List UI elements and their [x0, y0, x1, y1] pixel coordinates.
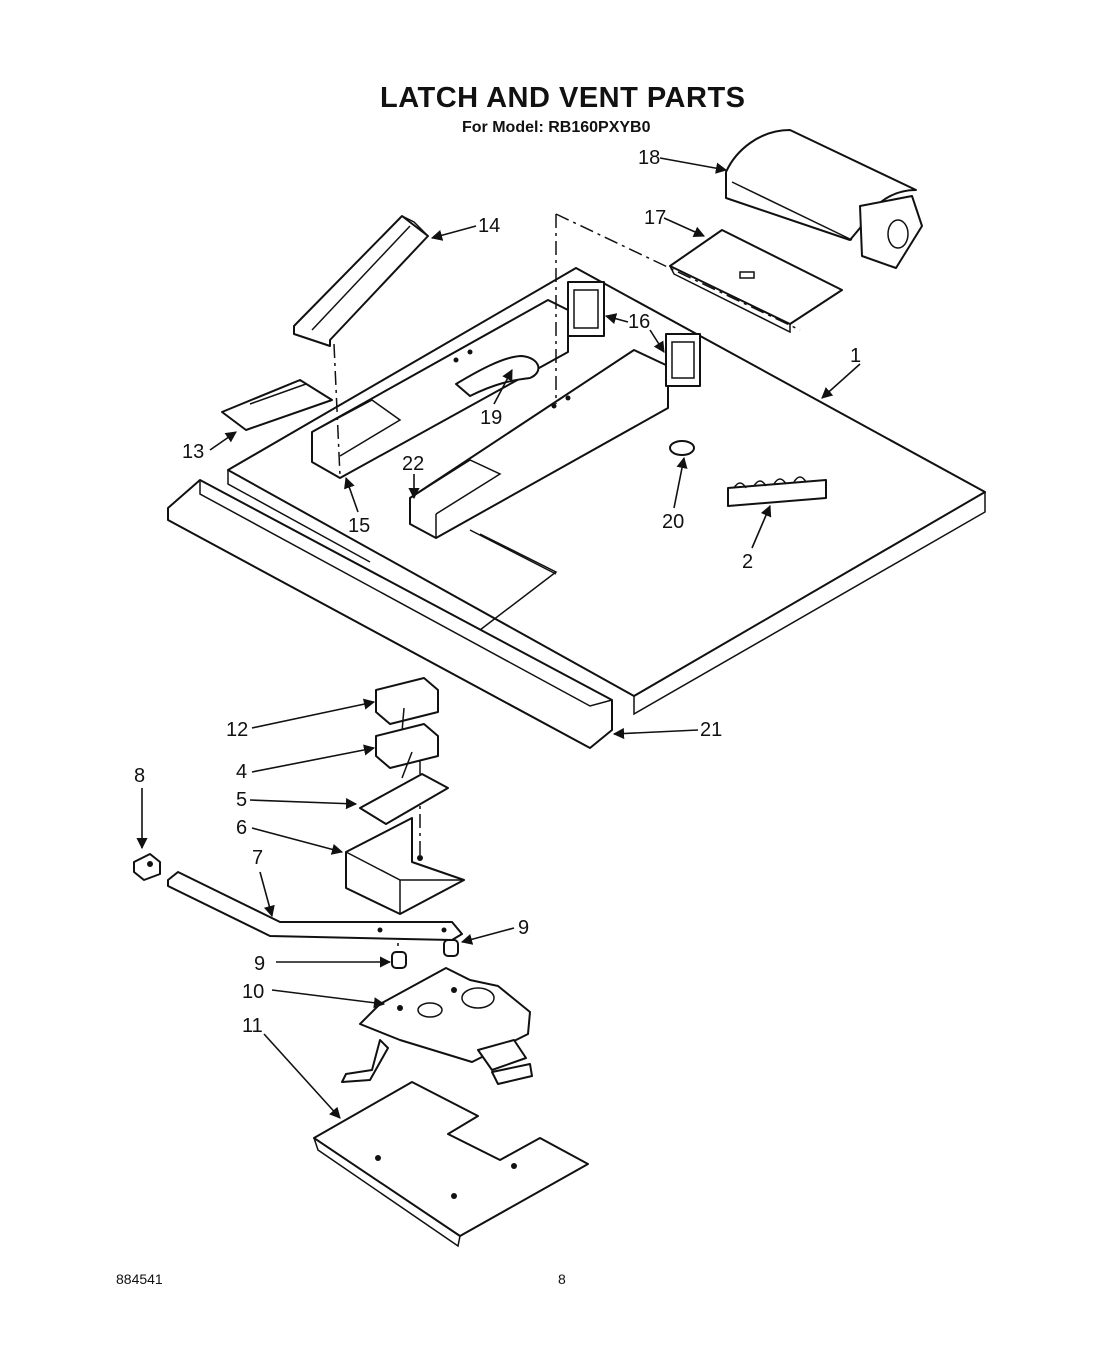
callout-7: 7: [252, 847, 263, 869]
part-13-bracket: [221, 379, 333, 431]
part-20-clip: [669, 440, 695, 456]
callout-6: 6: [236, 817, 247, 839]
page-title: LATCH AND VENT PARTS: [380, 82, 746, 114]
callout-12: 12: [226, 719, 248, 741]
part-4-switch: [375, 723, 439, 779]
callout-1: 1: [850, 345, 861, 367]
part-12-switch: [375, 677, 439, 733]
part-17-mounting-plate: [669, 229, 843, 334]
vent-ducts: [311, 299, 669, 539]
part-21-front-trim: [167, 479, 613, 749]
callout-9-left: 9: [254, 953, 265, 975]
part-18-fan-assembly: [725, 129, 923, 269]
callout-15: 15: [348, 515, 370, 537]
part-11-shield-plate: [313, 1081, 589, 1248]
callout-21: 21: [700, 719, 722, 741]
callout-16: 16: [628, 311, 650, 333]
callout-17: 17: [644, 207, 666, 229]
model-subtitle: For Model: RB160PXYB0: [462, 119, 651, 136]
callout-22: 22: [402, 453, 424, 475]
callout-10: 10: [242, 981, 264, 1003]
page-number: 8: [558, 1271, 566, 1287]
callout-5: 5: [236, 789, 247, 811]
callout-leaders: [136, 157, 861, 1119]
part-14-vent-chute: [293, 215, 429, 347]
callout-2: 2: [742, 551, 753, 573]
callout-13: 13: [182, 441, 204, 463]
part-9-spacer-left: [391, 951, 407, 969]
part-5-insulator: [359, 773, 449, 825]
part-8-nut: [133, 853, 161, 881]
callout-11: 11: [242, 1015, 263, 1037]
callout-20: 20: [662, 511, 684, 533]
callout-18: 18: [638, 147, 660, 169]
callout-numbers: 1 2 4 5 6 7 8 9 9 10 11 12 13 14 15 16 1…: [134, 147, 861, 1037]
part-2-strip: [727, 476, 827, 507]
part-9-spacer-right: [443, 939, 459, 957]
callout-19: 19: [480, 407, 502, 429]
document-number: 884541: [116, 1271, 163, 1287]
part-6-bracket: [345, 817, 465, 915]
callout-14: 14: [478, 215, 500, 237]
part-10-latch-mechanism: [341, 967, 533, 1085]
callout-4: 4: [236, 761, 247, 783]
callout-8: 8: [134, 765, 145, 787]
callout-9-right: 9: [518, 917, 529, 939]
part-16-vent-grilles: [567, 281, 701, 387]
part-1-top-panel: [227, 267, 986, 716]
